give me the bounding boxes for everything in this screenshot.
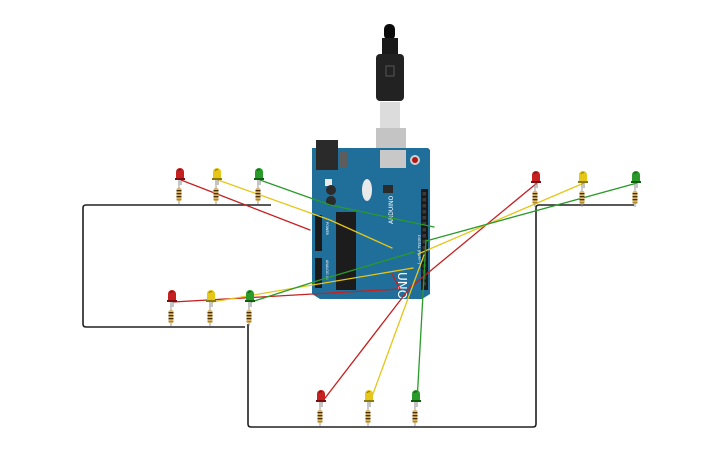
wire-green-north-east[interactable] — [425, 182, 638, 242]
resistor-north-west-3[interactable] — [255, 185, 261, 204]
led-indicator — [325, 179, 332, 186]
resistor-south-1[interactable] — [317, 407, 323, 426]
header-pin[interactable] — [422, 192, 427, 196]
analog-header — [315, 258, 322, 288]
header-pin[interactable] — [422, 246, 427, 250]
brand-label: ARDUINO — [388, 195, 395, 224]
resistor-south-2[interactable] — [365, 407, 371, 426]
header-pin[interactable] — [422, 282, 427, 286]
led-red-north-west[interactable] — [175, 168, 185, 185]
resistor-south-3[interactable] — [412, 407, 418, 426]
header-pin[interactable] — [422, 198, 427, 202]
resistor-north-east-1[interactable] — [532, 188, 538, 207]
resistor-north-west-1[interactable] — [176, 185, 182, 204]
ground-wire-west[interactable] — [82, 204, 271, 328]
header-pin[interactable] — [422, 222, 427, 226]
led-yellow-west[interactable] — [206, 290, 216, 307]
digital-header-label: DIGITAL (PWM~) — [417, 235, 421, 265]
usb-port — [380, 150, 406, 168]
header-pin[interactable] — [422, 252, 427, 256]
resistor-west-2[interactable] — [207, 307, 213, 326]
wire-yellow-south[interactable] — [369, 254, 425, 403]
led-yellow-south[interactable] — [364, 390, 374, 407]
analog-header-label: ANALOG IN — [325, 260, 329, 280]
digital-header — [421, 189, 428, 290]
resistor-west-1[interactable] — [168, 307, 174, 326]
header-pin[interactable] — [422, 204, 427, 208]
led-red-west[interactable] — [167, 290, 177, 307]
led-green-north-west[interactable] — [254, 168, 264, 185]
header-pin[interactable] — [422, 228, 427, 232]
usb-cable — [376, 24, 406, 168]
model-label: UNO — [395, 272, 409, 299]
wire-green-west[interactable] — [250, 251, 415, 303]
capacitor — [326, 185, 336, 195]
power-header-label: POWER — [325, 222, 329, 236]
wire-red-north-west[interactable] — [180, 179, 311, 231]
usb-plug — [376, 54, 404, 101]
crystal — [362, 179, 372, 201]
wire-green-south[interactable] — [416, 239, 427, 403]
led-green-north-east[interactable] — [631, 171, 641, 188]
header-pin[interactable] — [422, 210, 427, 214]
header-pin[interactable] — [422, 240, 427, 244]
led-red-north-east[interactable] — [531, 171, 541, 188]
usb-symbol-icon — [385, 65, 395, 77]
resistor-north-east-3[interactable] — [632, 188, 638, 207]
header-pin[interactable] — [422, 234, 427, 238]
wire-red-north-east[interactable] — [411, 182, 538, 287]
led-yellow-north-west[interactable] — [212, 168, 222, 185]
power-jack — [316, 140, 338, 170]
header-pin[interactable] — [422, 258, 427, 262]
wire-yellow-north-west[interactable] — [217, 179, 393, 249]
wire-red-south[interactable] — [321, 284, 413, 403]
led-green-south[interactable] — [411, 390, 421, 407]
led-red-south[interactable] — [316, 390, 326, 407]
signal-wires — [172, 179, 638, 403]
led-yellow-north-east[interactable] — [578, 171, 588, 188]
wire-yellow-west[interactable] — [211, 267, 414, 303]
resistor-north-east-2[interactable] — [579, 188, 585, 207]
components — [167, 168, 641, 426]
wire-green-north-west[interactable] — [259, 179, 435, 228]
resistor-west-3[interactable] — [246, 307, 252, 326]
led-green-west[interactable] — [245, 290, 255, 307]
header-pin[interactable] — [422, 216, 427, 220]
power-header — [315, 215, 322, 251]
wire-yellow-north-east[interactable] — [417, 182, 585, 255]
resistor-north-west-2[interactable] — [213, 185, 219, 204]
ground-wire-south-link[interactable] — [247, 204, 634, 428]
